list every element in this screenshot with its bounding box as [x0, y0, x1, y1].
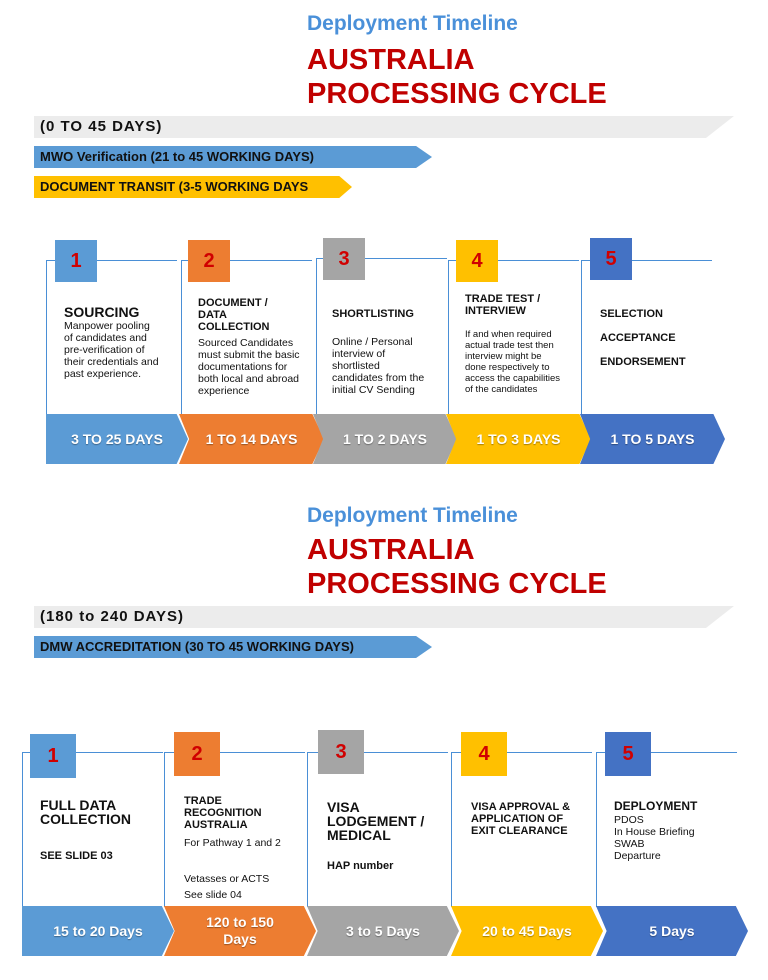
bottom-step-1-title: FULL DATA COLLECTION	[40, 797, 131, 827]
document-transit-bar: DOCUMENT TRANSIT (3-5 WORKING DAYS	[34, 176, 352, 198]
top-step-4-badge: 4	[456, 240, 498, 282]
top-step-2-title: DOCUMENT / DATA COLLECTION	[198, 297, 270, 333]
mwo-verification-bar: MWO Verification (21 to 45 WORKING DAYS)	[34, 146, 432, 168]
bottom-step-2-desc-slide: See slide 04	[184, 889, 242, 901]
bottom-step-1-duration: 15 to 20 Days	[22, 906, 174, 956]
top-step-5-selection: SELECTION	[600, 308, 663, 320]
top-step-5-badge: 5	[590, 238, 632, 280]
bottom-kicker: Deployment Timeline	[307, 504, 518, 527]
bottom-step-5-card	[596, 752, 737, 907]
bottom-step-3-card	[307, 752, 448, 907]
bottom-step-2-duration: 120 to 150 Days	[164, 906, 316, 956]
top-step-5-card	[581, 260, 712, 415]
top-range-band: (0 TO 45 DAYS)	[34, 116, 734, 138]
dmw-accreditation-label: DMW ACCREDITATION (30 TO 45 WORKING DAYS…	[40, 639, 354, 654]
top-step-5-acceptance: ACCEPTANCE	[600, 332, 676, 344]
top-step-2-desc: Sourced Candidates must submit the basic…	[198, 337, 300, 397]
bottom-step-1-desc: SEE SLIDE 03	[40, 850, 113, 862]
bottom-step-3-badge: 3	[318, 730, 364, 774]
bottom-step-2-title: TRADE RECOGNITION AUSTRALIA	[184, 795, 262, 831]
top-step-1-duration: 3 TO 25 DAYS	[46, 414, 188, 464]
bottom-step-2-desc-vetasses: Vetasses or ACTS	[184, 873, 270, 885]
bottom-step-1-card	[22, 752, 163, 907]
top-step-1-desc: Manpower pooling of candidates and pre-v…	[64, 320, 159, 380]
top-kicker: Deployment Timeline	[307, 12, 518, 35]
bottom-step-4-title: VISA APPROVAL & APPLICATION OF EXIT CLEA…	[471, 801, 571, 837]
top-title-line1: AUSTRALIA	[307, 44, 475, 76]
bottom-step-2-badge: 2	[174, 732, 220, 776]
bottom-range-band: (180 to 240 DAYS)	[34, 606, 734, 628]
top-step-3-duration: 1 TO 2 DAYS	[313, 414, 457, 464]
top-step-2-duration: 1 TO 14 DAYS	[179, 414, 324, 464]
top-step-5-endorsement: ENDORSEMENT	[600, 356, 686, 368]
bottom-step-5-title: DEPLOYMENT	[614, 799, 698, 813]
document-transit-label: DOCUMENT TRANSIT (3-5 WORKING DAYS	[40, 179, 309, 194]
top-step-3-title: SHORTLISTING	[332, 308, 414, 320]
bottom-step-3-desc: HAP number	[327, 860, 394, 872]
bottom-step-4-badge: 4	[461, 732, 507, 776]
top-step-3-badge: 3	[323, 238, 365, 280]
dmw-accreditation-bar: DMW ACCREDITATION (30 TO 45 WORKING DAYS…	[34, 636, 432, 658]
top-step-4-title: TRADE TEST / INTERVIEW	[465, 293, 541, 317]
bottom-step-1-badge: 1	[30, 734, 76, 778]
top-title-line2: PROCESSING CYCLE	[307, 78, 607, 110]
bottom-step-5-duration: 5 Days	[596, 906, 748, 956]
mwo-verification-label: MWO Verification (21 to 45 WORKING DAYS)	[40, 149, 315, 164]
bottom-step-4-card	[451, 752, 592, 907]
bottom-step-5-badge: 5	[605, 732, 651, 776]
top-step-1-badge: 1	[55, 240, 97, 282]
top-step-4-card	[448, 260, 579, 415]
top-step-3-card	[316, 258, 447, 415]
bottom-step-5-desc: PDOS In House Briefing SWAB Departure	[614, 814, 695, 862]
top-range-label: (0 TO 45 DAYS)	[40, 118, 163, 135]
top-step-1-title: SOURCING	[64, 304, 140, 320]
top-step-1-card	[46, 260, 177, 415]
top-step-3-desc: Online / Personal interview of shortlist…	[332, 336, 425, 396]
bottom-step-2-desc-pathway: For Pathway 1 and 2	[184, 837, 281, 849]
top-step-2-card	[181, 260, 312, 415]
top-step-2-badge: 2	[188, 240, 230, 282]
bottom-step-3-duration: 3 to 5 Days	[307, 906, 459, 956]
bottom-step-3-title: VISA LODGEMENT / MEDICAL	[327, 799, 425, 843]
bottom-step-2-card	[164, 752, 305, 907]
bottom-title-line1: AUSTRALIA	[307, 534, 475, 566]
bottom-range-label: (180 to 240 DAYS)	[40, 608, 185, 625]
top-step-4-desc: If and when required actual trade test t…	[465, 329, 561, 395]
bottom-title-line2: PROCESSING CYCLE	[307, 568, 607, 600]
bottom-step-4-duration: 20 to 45 Days	[451, 906, 603, 956]
top-step-4-duration: 1 TO 3 DAYS	[446, 414, 591, 464]
top-step-5-duration: 1 TO 5 DAYS	[580, 414, 725, 464]
